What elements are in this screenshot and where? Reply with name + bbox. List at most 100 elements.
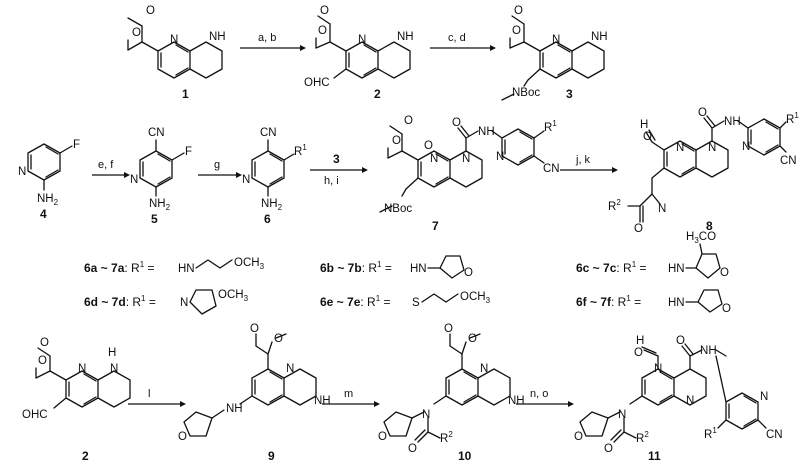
substituent-label-c: 6c ~ 7c: R1 =	[576, 260, 647, 275]
atom-H: H	[640, 119, 648, 131]
compound-label-10: 10	[458, 449, 472, 463]
substituent-a-chain	[195, 259, 233, 269]
condition-ab: a, b	[258, 32, 276, 44]
compound-5-structure	[139, 139, 185, 197]
atom-O: O	[676, 335, 685, 347]
substituent-e-chain	[421, 293, 459, 303]
atom-H: H	[108, 347, 116, 359]
atom-NH: NH	[508, 395, 525, 407]
substituent-label-a: 6a ~ 7a: R1 =	[84, 260, 155, 275]
atom-CN: CN	[780, 155, 797, 167]
atom-OHC: OHC	[22, 409, 48, 421]
atom-N: N	[686, 395, 694, 407]
substituent-label-b: 6b ~ 7b: R1 =	[320, 260, 392, 275]
atom-O: O	[408, 443, 417, 455]
atom-N: N	[286, 363, 294, 375]
atom-OCH3: OCH3	[234, 257, 265, 271]
atom-OCH3: OCH3	[218, 289, 249, 303]
atom-O: O	[514, 5, 523, 17]
compound-label-4: 4	[40, 207, 47, 221]
atom-H3CO: H3CO	[686, 231, 716, 245]
compound-7-structure	[379, 125, 545, 213]
reagent-3: 3	[333, 152, 340, 166]
atom-F: F	[185, 146, 192, 158]
compound-8-structure	[627, 115, 787, 223]
atom-NH: NH	[397, 31, 414, 43]
atom-NH: NH	[591, 31, 608, 43]
atom-N: N	[78, 363, 86, 375]
atom-N: N	[552, 34, 560, 46]
substituent-label-d: 6d ~ 7d: R1 =	[84, 294, 156, 309]
atom-N: N	[430, 153, 438, 165]
compound-label-3: 3	[566, 87, 573, 101]
atom-H: H	[636, 335, 644, 347]
atom-NH: NH	[478, 126, 495, 138]
atom-N: N	[676, 142, 684, 154]
atom-O: O	[424, 140, 433, 152]
atom-O: O	[146, 5, 155, 17]
atom-O: O	[604, 443, 613, 455]
atom-N: N	[708, 142, 716, 154]
compound-label-2b: 2	[82, 449, 89, 463]
compound-label-5: 5	[151, 212, 158, 226]
compound-10-structure	[383, 333, 511, 443]
compound-label-2: 2	[374, 87, 381, 101]
atom-N: N	[180, 297, 188, 309]
atom-NH: NH	[724, 116, 741, 128]
atom-N: N	[170, 34, 178, 46]
atom-O: O	[722, 303, 731, 315]
atom-N: N	[654, 363, 662, 375]
atom-O: O	[378, 431, 387, 443]
substituent-b-thf	[427, 255, 465, 279]
atom-CN: CN	[260, 127, 277, 139]
atom-O: O	[404, 115, 413, 127]
atom-HN: HN	[410, 263, 427, 275]
substituent-label-e: 6e ~ 7e: R1 =	[320, 294, 391, 309]
atom-N: N	[18, 166, 26, 178]
atom-O: O	[320, 5, 329, 17]
atom-O: O	[178, 431, 187, 443]
atom-NH2: NH2	[149, 198, 171, 212]
atom-O: O	[634, 347, 643, 359]
atom-OCH3: OCH3	[460, 291, 491, 305]
compound-label-9: 9	[268, 449, 275, 463]
atom-NH: NH	[314, 395, 331, 407]
compound-11-structure	[579, 343, 767, 443]
atom-CN: CN	[766, 429, 783, 441]
atom-N: N	[760, 391, 768, 403]
atom-HN: HN	[668, 297, 685, 309]
atom-NH2: NH2	[37, 193, 59, 207]
atom-N: N	[130, 174, 138, 186]
atom-O: O	[40, 337, 49, 349]
atom-R2: R2	[636, 430, 649, 445]
compound-2-structure	[315, 15, 411, 79]
atom-NBoc: NBoc	[384, 203, 412, 215]
atom-NH2: NH2	[261, 198, 283, 212]
atom-O: O	[318, 25, 327, 37]
atom-N: N	[618, 409, 626, 421]
substituent-c-ring	[685, 243, 721, 279]
atom-O: O	[468, 333, 477, 345]
atom-O: O	[444, 323, 453, 335]
atom-N: N	[480, 363, 488, 375]
atom-O: O	[392, 135, 401, 147]
compound-9-structure	[183, 333, 317, 437]
atom-F: F	[73, 139, 80, 151]
atom-O: O	[132, 27, 141, 39]
atom-R2: R2	[440, 430, 453, 445]
atom-NBoc: NBoc	[512, 87, 540, 99]
atom-R1: R1	[786, 111, 799, 126]
atom-N: N	[242, 174, 250, 186]
substituent-label-f: 6f ~ 7f: R1 =	[576, 294, 641, 309]
condition-jk: j, k	[575, 154, 591, 166]
substituent-d-pyrrolidine	[189, 289, 217, 315]
atom-O: O	[698, 107, 707, 119]
atom-NH: NH	[226, 403, 243, 415]
atom-O: O	[512, 25, 521, 37]
atom-N: N	[110, 363, 118, 375]
atom-O: O	[250, 323, 259, 335]
atom-N: N	[358, 34, 366, 46]
atom-N: N	[462, 153, 470, 165]
compound-6-structure	[251, 139, 295, 197]
atom-HN: HN	[178, 263, 195, 275]
